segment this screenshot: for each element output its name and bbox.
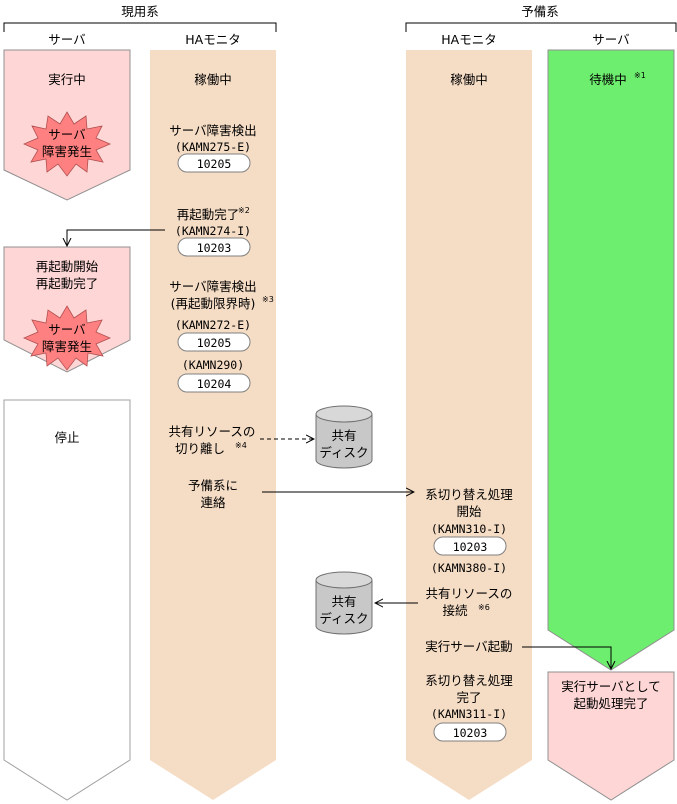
restart-done-message-id: 10203 [197,241,232,255]
standby-block [547,49,675,671]
stopped-label: 停止 [54,430,79,445]
start-server-label: 実行サーバ起動 [425,639,512,654]
notify-line1: 予備系に [188,478,238,493]
switch-done-code: (KAMN311-I) [431,707,507,721]
connect-line2: 接続 [442,603,468,618]
detect2-title: サーバ障害検出 [169,279,256,294]
failure-1-line2: 障害発生 [42,144,92,159]
detect2-message-pill-2 [177,373,251,393]
active-monitor-arrow [150,50,276,800]
completed-line1: 実行サーバとして [561,679,661,694]
standby-group-label: 予備系 [521,4,559,19]
detect2-code: (KAMN272-E) [175,318,251,332]
detect1-title: サーバ障害検出 [169,123,256,138]
completed-line2: 起動処理完了 [573,696,648,711]
standby-monitor-header: HAモニタ [441,32,496,47]
switch-start-line1: 系切り替え処理 [425,487,513,502]
active-monitor-header: HAモニタ [185,32,240,47]
failure-burst-1 [22,111,112,177]
active-monitor-state: 稼働中 [194,72,232,87]
start-server-arrow [522,646,611,669]
switch-start-message-pill [433,536,507,556]
detect1-message-id: 10205 [197,157,232,171]
standby-monitor-state: 稼働中 [450,72,488,87]
standby-group-header: 予備系 HAモニタ サーバ [405,4,677,47]
connect-line1: 共有リソースの [426,586,513,601]
standby-monitor-lane: 稼働中 系切り替え処理 開始 (KAMN310-I) 10203 (KAMN38… [406,50,532,800]
detect2-subtitle: (再起動限界時) [171,296,256,311]
shared-disk-2-line1: 共有 [331,594,356,609]
standby-server-header: サーバ [592,32,629,47]
switch-start-code: (KAMN310-I) [431,522,507,536]
switch-done-message-id: 10203 [453,726,488,740]
detect2-message-pill [177,332,251,352]
detect1-message-pill [177,153,251,173]
detach-line1: 共有リソースの [169,424,256,439]
notify-line2: 連絡 [200,495,226,510]
stopped-block [3,399,131,801]
standby-state-note: ※1 [634,71,646,80]
completed-block [547,671,675,801]
switch-start-line2: 開始 [456,504,482,519]
active-monitor-lane: 稼働中 サーバ障害検出 (KAMN275-E) 10205 再起動完了 ※2 (… [150,50,276,800]
switch-done-line1: 系切り替え処理 [425,673,513,688]
restart-status-line1: 再起動開始 [36,259,99,274]
standby-monitor-arrow [406,50,532,800]
shared-disk-1-line2: ディスク [319,445,368,460]
restart-done-title: 再起動完了 [177,207,240,222]
active-server-lane: 実行中 サーバ 障害発生 再起動開始 再起動完了 サーバ 障害発生 停止 [3,49,131,801]
failure-2-line2: 障害発生 [42,339,92,354]
connectors [67,229,611,669]
connect-note: ※6 [478,603,490,612]
restart-arrow [67,229,165,246]
restart-done-code: (KAMN274-I) [175,224,251,238]
standby-server-lane: 待機中 ※1 実行サーバとして 起動処理完了 [547,49,675,801]
detect2-message-id-2: 10204 [197,377,232,391]
switch-start-message-id: 10203 [453,540,488,554]
switch-done-line2: 完了 [456,690,481,705]
shared-disk-1: 共有 ディスク [315,405,373,469]
restart-done-message-pill [177,237,251,257]
active-group-header: 現用系 サーバ HAモニタ [3,4,277,47]
detect2-message-id: 10205 [197,336,232,350]
standby-state: 待機中 [589,72,627,87]
shared-disk-1-line1: 共有 [331,428,356,443]
detect2-code2: (KAMN290) [182,358,244,372]
detect1-code: (KAMN275-E) [175,140,251,154]
active-server-header: サーバ [48,32,85,47]
running-label: 実行中 [48,72,86,87]
restart-status-line2: 再起動完了 [36,276,99,291]
failure-burst-2 [22,305,112,371]
detect2-note: ※3 [262,295,274,304]
restart-done-note: ※2 [238,206,250,215]
failure-2-line1: サーバ [48,322,85,337]
detach-note: ※4 [235,441,247,450]
active-group-label: 現用系 [121,4,159,19]
failure-1-line1: サーバ [48,127,85,142]
shared-disk-2-line2: ディスク [319,611,368,626]
shared-disk-2: 共有 ディスク [315,571,373,635]
detach-line2: 切り離し [175,441,225,456]
switch-done-message-pill [433,722,507,742]
switch-start-code2: (KAMN380-I) [431,561,507,575]
